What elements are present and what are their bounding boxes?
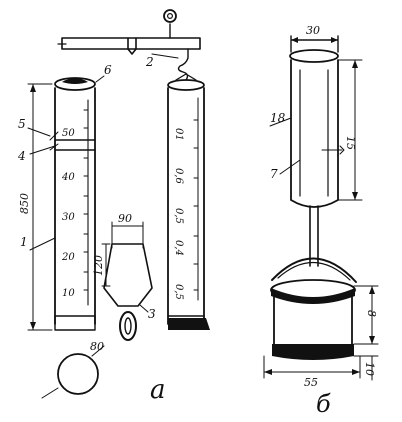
hanging-bar	[57, 9, 201, 81]
dim-diameter: 80	[90, 340, 104, 353]
left-scale-40: 40	[61, 172, 75, 183]
mouth-piece	[101, 221, 153, 341]
leader-1	[29, 237, 56, 251]
callout-6: 6	[104, 63, 112, 77]
callout-3: 3	[148, 307, 156, 321]
tube	[289, 35, 363, 208]
figure-b: 18 7 30 15 8 55 10 б	[263, 24, 379, 418]
callout-5: 5	[18, 117, 26, 131]
right-scale-3: 0,5	[173, 208, 184, 224]
figure-a: 50 40 30 20 10 01 0,6 0,5 0,4 0,5 5 4 1 …	[17, 9, 210, 405]
caption-a: a	[150, 375, 166, 405]
handle	[271, 257, 357, 283]
disc	[41, 345, 105, 399]
leader-5	[27, 127, 51, 137]
dim-can-width: 55	[304, 376, 318, 389]
left-scale-10: 10	[62, 288, 75, 299]
callout-2: 2	[145, 55, 154, 69]
callout-18: 18	[270, 111, 286, 125]
dim-can-height: 8	[365, 310, 378, 317]
can	[263, 279, 379, 381]
dim-bottom-height: 10	[363, 362, 376, 376]
right-scale-4: 0,4	[173, 240, 184, 256]
right-cylinder	[167, 73, 210, 330]
callout-7: 7	[270, 167, 278, 181]
callout-1: 1	[20, 235, 28, 249]
left-scale-50: 50	[62, 128, 75, 139]
handle-inner	[277, 261, 351, 281]
left-cylinder	[49, 77, 96, 331]
leader-7	[279, 159, 301, 175]
rod	[309, 205, 319, 267]
leader-6	[95, 75, 105, 83]
leader-18	[269, 117, 292, 127]
dim-height: 850	[18, 193, 31, 214]
dim-mouth-width: 90	[118, 212, 132, 225]
leader-4	[29, 145, 56, 155]
right-scale-1: 01	[173, 128, 184, 141]
dim-tube-length: 15	[344, 136, 357, 150]
dim-top-width: 30	[306, 24, 320, 37]
right-scale-2: 0,6	[173, 168, 184, 185]
callout-4: 4	[17, 149, 26, 163]
height-dimension	[27, 83, 53, 331]
right-scale-5: 0,5	[173, 284, 184, 300]
left-scale-30: 30	[62, 212, 75, 223]
left-scale-20: 20	[61, 252, 75, 263]
caption-b: б	[316, 390, 331, 418]
dim-mouth-height: 120	[92, 255, 105, 276]
